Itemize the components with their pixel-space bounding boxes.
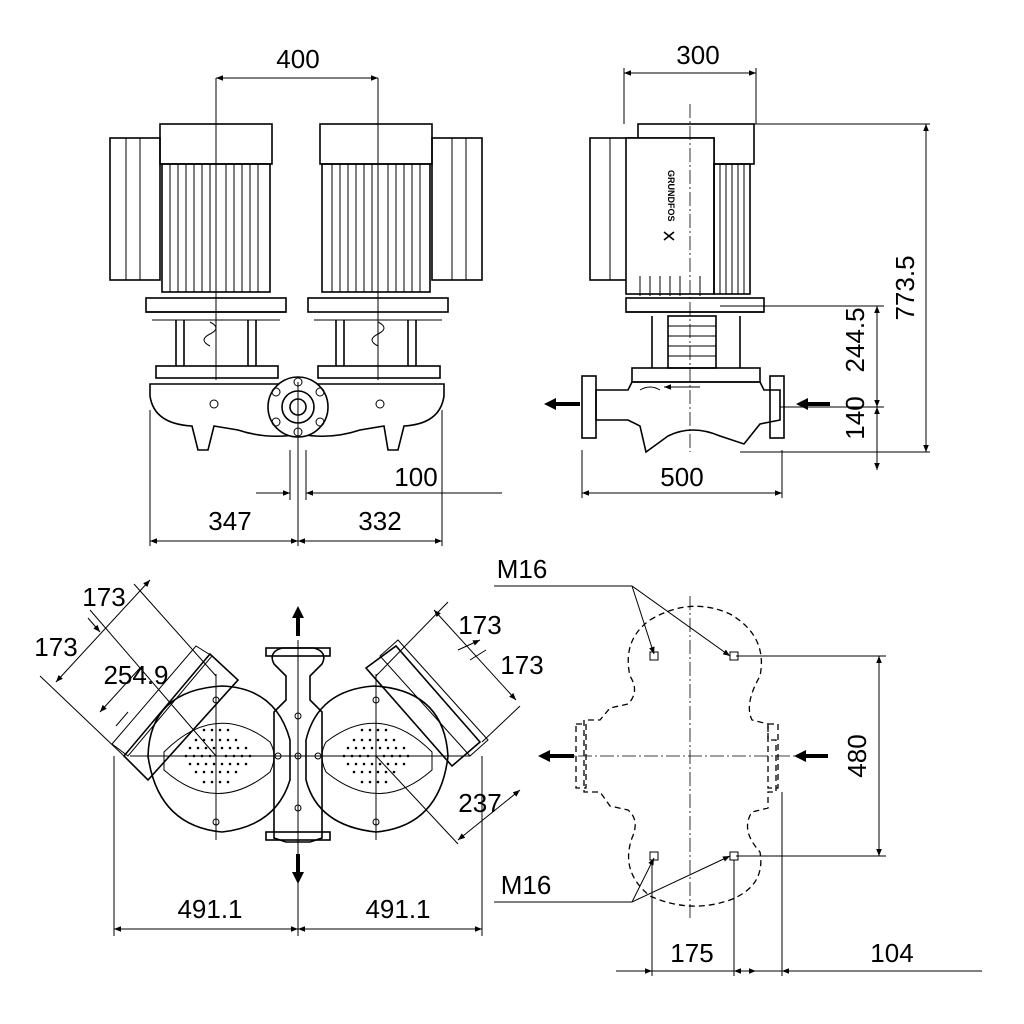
dim-top-491-right: 491.1 xyxy=(365,894,430,924)
dim-side-140: 140 xyxy=(840,396,870,439)
dim-front-400: 400 xyxy=(276,44,319,74)
dim-top-173-c: 173 xyxy=(458,610,501,640)
dim-foundation-480: 480 xyxy=(842,734,872,777)
foundation-view: M16 M16 480 175 104 xyxy=(494,554,982,976)
dim-side-300: 300 xyxy=(676,40,719,70)
dim-front-347: 347 xyxy=(208,506,251,536)
side-view: GRUNDFOS 300 773.5 xyxy=(544,40,930,498)
dim-front-332: 332 xyxy=(358,506,401,536)
front-pump-housing xyxy=(149,376,445,451)
grundfos-logo: GRUNDFOS xyxy=(666,170,676,222)
dim-front-100: 100 xyxy=(394,462,437,492)
dim-side-773-5: 773.5 xyxy=(890,255,920,320)
dim-top-173-d: 173 xyxy=(500,650,543,680)
bolt-label-top: M16 xyxy=(497,554,548,584)
bolt-label-bottom: M16 xyxy=(501,870,552,900)
dim-top-254-9: 254.9 xyxy=(103,660,168,690)
front-view: 400 100 347 332 xyxy=(109,44,502,546)
dim-top-173-a: 173 xyxy=(82,582,125,612)
dim-top-173-b: 173 xyxy=(34,632,77,662)
dim-side-500: 500 xyxy=(660,462,703,492)
dim-top-237: 237 xyxy=(458,788,501,818)
dim-foundation-175: 175 xyxy=(670,938,713,968)
right-motor xyxy=(307,123,483,379)
dim-foundation-104: 104 xyxy=(870,938,913,968)
dim-top-491-left: 491.1 xyxy=(177,894,242,924)
dim-side-244-5: 244.5 xyxy=(840,307,870,372)
bolt-hole-bottom-left xyxy=(649,851,659,861)
top-view: 173 173 254.9 173 173 237 491.1 491.1 xyxy=(34,579,544,936)
left-motor xyxy=(109,123,287,379)
